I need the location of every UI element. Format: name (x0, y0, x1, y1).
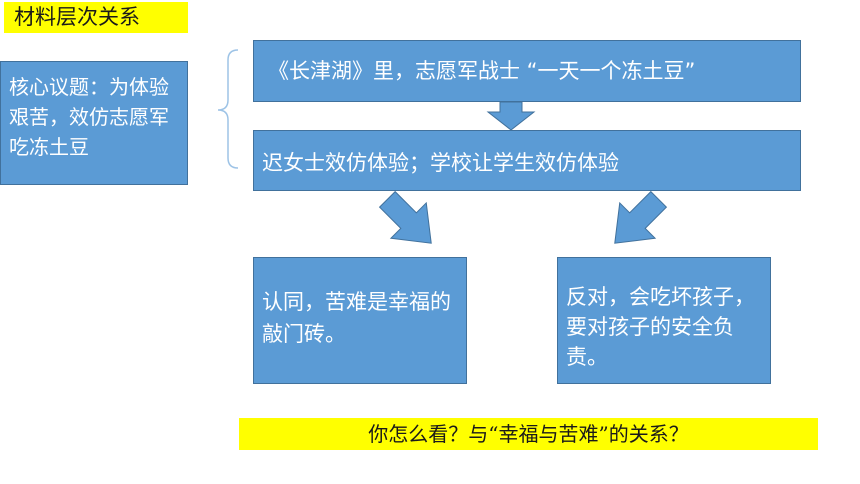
source-material-box: 《长津湖》里，志愿军战士 “一天一个冻土豆” (253, 40, 801, 102)
core-issue-box: 核心议题：为体验艰苦，效仿志愿军吃冻土豆 (0, 61, 188, 185)
section-title-tag: 材料层次关系 (4, 2, 188, 33)
curly-brace (217, 49, 239, 169)
discussion-question: 你怎么看？与“幸福与苦难”的关系？ (239, 418, 818, 450)
imitation-box: 迟女士效仿体验；学校让学生效仿体验 (253, 130, 801, 191)
arrow-down-right-icon (614, 190, 668, 244)
arrow-down-left-icon (378, 190, 432, 244)
arrow-down-icon (486, 101, 536, 131)
oppose-view-box: 反对，会吃坏孩子，要对孩子的安全负责。 (557, 257, 771, 384)
agree-view-box: 认同，苦难是幸福的敲门砖。 (253, 257, 467, 384)
